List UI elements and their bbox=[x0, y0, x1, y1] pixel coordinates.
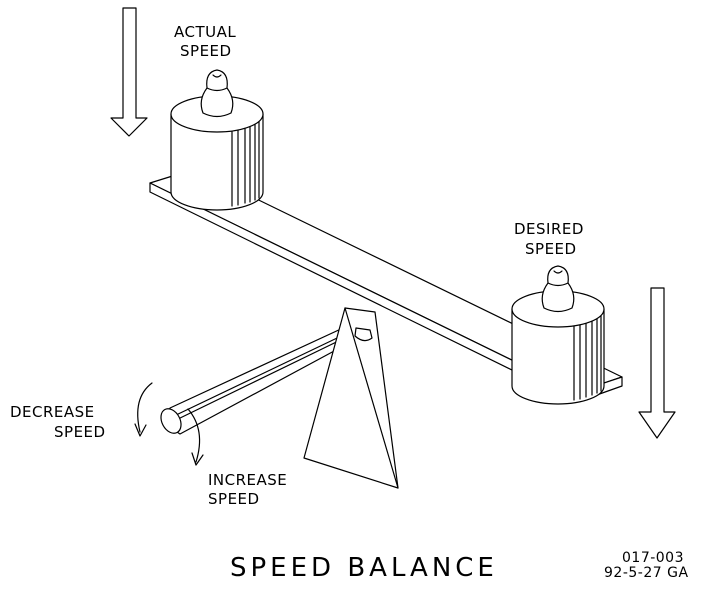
increase-speed-label-line1: INCREASE bbox=[208, 471, 287, 489]
desired-speed-label-line2: SPEED bbox=[525, 240, 577, 258]
desired-speed-arrow bbox=[638, 287, 676, 439]
decrease-speed-label-line2: SPEED bbox=[54, 423, 106, 441]
page-title: SPEED BALANCE bbox=[230, 553, 498, 583]
drawing-code-line1: 017-003 bbox=[622, 550, 684, 566]
fulcrum bbox=[303, 307, 399, 489]
control-shaft bbox=[160, 321, 363, 435]
actual-speed-label-line1: ACTUAL bbox=[174, 23, 236, 41]
increase-rotation-arrow bbox=[187, 408, 204, 466]
actual-speed-weight bbox=[170, 69, 264, 211]
desired-speed-label-line1: DESIRED bbox=[514, 220, 584, 238]
increase-speed-label-line2: SPEED bbox=[208, 490, 260, 508]
decrease-speed-label-line1: DECREASE bbox=[10, 403, 95, 421]
drawing-code-line2: 92-5-27 GA bbox=[604, 565, 689, 581]
actual-speed-label-line2: SPEED bbox=[180, 42, 232, 60]
desired-speed-weight bbox=[511, 265, 605, 405]
actual-speed-arrow bbox=[110, 7, 148, 137]
decrease-rotation-arrow bbox=[134, 382, 153, 437]
